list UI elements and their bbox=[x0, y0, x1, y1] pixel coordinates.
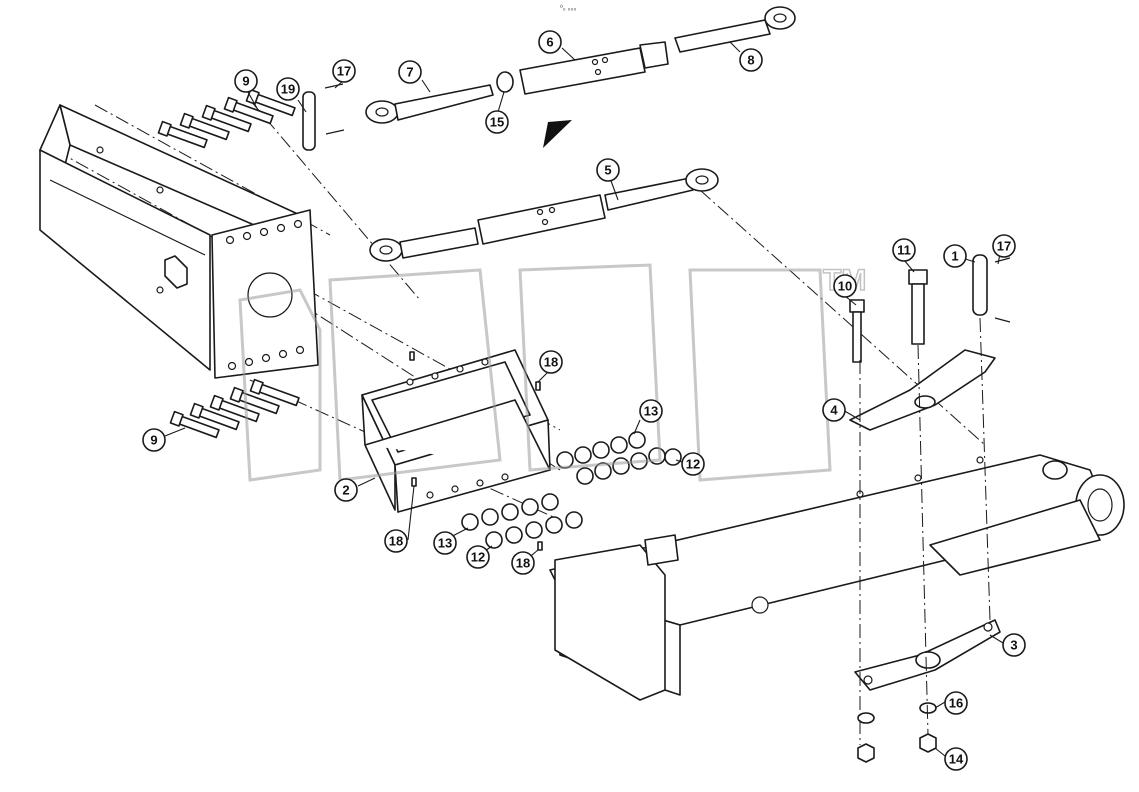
svg-text:12: 12 bbox=[686, 457, 700, 472]
plate-3 bbox=[854, 619, 1001, 691]
nut-set-lower bbox=[461, 493, 583, 549]
svg-text:7: 7 bbox=[406, 65, 413, 80]
svg-text:5: 5 bbox=[604, 163, 611, 178]
bolt-10 bbox=[849, 299, 865, 363]
watermark-logo: TM bbox=[238, 263, 867, 482]
svg-text:18: 18 bbox=[516, 556, 530, 571]
callout-18-lower[interactable]: 18 bbox=[511, 551, 535, 575]
svg-text:15: 15 bbox=[490, 115, 504, 130]
callout-8[interactable]: 8 bbox=[739, 48, 763, 72]
callout-2[interactable]: 2 bbox=[334, 478, 358, 502]
main-beam bbox=[549, 454, 1125, 701]
header-note: ⁰₀ ₀₀₀ bbox=[560, 4, 576, 12]
callout-16[interactable]: 16 bbox=[944, 691, 968, 715]
lower-link-assembly bbox=[369, 168, 719, 262]
callout-13-lower[interactable]: 13 bbox=[433, 531, 457, 555]
callout-10[interactable]: 10 bbox=[833, 274, 857, 298]
svg-text:9: 9 bbox=[242, 74, 249, 89]
leader-lines bbox=[164, 41, 1004, 757]
callout-4[interactable]: 4 bbox=[822, 398, 846, 422]
bolt-11 bbox=[908, 269, 928, 345]
bolts-9-upper bbox=[157, 88, 296, 149]
mounting-plate bbox=[211, 209, 319, 379]
callout-13-upper[interactable]: 13 bbox=[639, 399, 663, 423]
svg-text:17: 17 bbox=[337, 64, 351, 79]
callout-14[interactable]: 14 bbox=[944, 747, 968, 771]
plate-4 bbox=[849, 349, 996, 431]
svg-text:1: 1 bbox=[951, 249, 958, 264]
svg-text:9: 9 bbox=[150, 433, 157, 448]
svg-text:2: 2 bbox=[342, 483, 349, 498]
callout-18-upper[interactable]: 18 bbox=[539, 350, 563, 374]
svg-text:16: 16 bbox=[949, 696, 963, 711]
svg-text:17: 17 bbox=[997, 239, 1011, 254]
callout-12-lower[interactable]: 12 bbox=[466, 545, 490, 569]
svg-text:19: 19 bbox=[281, 82, 295, 97]
vertical-axes bbox=[859, 317, 991, 745]
callout-3[interactable]: 3 bbox=[1002, 633, 1026, 657]
callout-1[interactable]: 1 bbox=[943, 244, 967, 268]
svg-text:3: 3 bbox=[1010, 638, 1017, 653]
direction-arrow-icon bbox=[543, 120, 572, 148]
washers-nuts-bottom bbox=[857, 702, 937, 763]
svg-text:10: 10 bbox=[838, 279, 852, 294]
svg-text:11: 11 bbox=[897, 243, 911, 258]
svg-text:6: 6 bbox=[546, 35, 553, 50]
pin-19 bbox=[302, 83, 345, 151]
svg-text:4: 4 bbox=[830, 403, 838, 418]
callout-7[interactable]: 7 bbox=[398, 60, 422, 84]
svg-text:8: 8 bbox=[747, 53, 754, 68]
callout-5[interactable]: 5 bbox=[596, 158, 620, 182]
nut-set-upper bbox=[556, 431, 682, 485]
callout-12-upper[interactable]: 12 bbox=[681, 452, 705, 476]
callout-17-right[interactable]: 17 bbox=[992, 234, 1016, 258]
callout-9-lower[interactable]: 9 bbox=[142, 428, 166, 452]
callout-17-left[interactable]: 17 bbox=[332, 59, 356, 83]
upper-link-assembly bbox=[365, 6, 796, 124]
callout-19[interactable]: 19 bbox=[276, 77, 300, 101]
callout-11[interactable]: 11 bbox=[892, 238, 916, 262]
svg-text:13: 13 bbox=[644, 404, 658, 419]
svg-text:18: 18 bbox=[389, 534, 403, 549]
svg-text:13: 13 bbox=[438, 536, 452, 551]
svg-text:14: 14 bbox=[949, 752, 964, 767]
front-frame bbox=[39, 104, 301, 371]
bolts-9-lower bbox=[169, 378, 300, 439]
callout-9-upper[interactable]: 9 bbox=[234, 69, 258, 93]
svg-text:12: 12 bbox=[471, 550, 485, 565]
svg-text:18: 18 bbox=[544, 355, 558, 370]
callout-6[interactable]: 6 bbox=[538, 30, 562, 54]
bracket-2 bbox=[361, 349, 551, 513]
callout-15[interactable]: 15 bbox=[485, 110, 509, 134]
callout-18-left[interactable]: 18 bbox=[384, 529, 408, 553]
pin-1 bbox=[972, 254, 1011, 323]
